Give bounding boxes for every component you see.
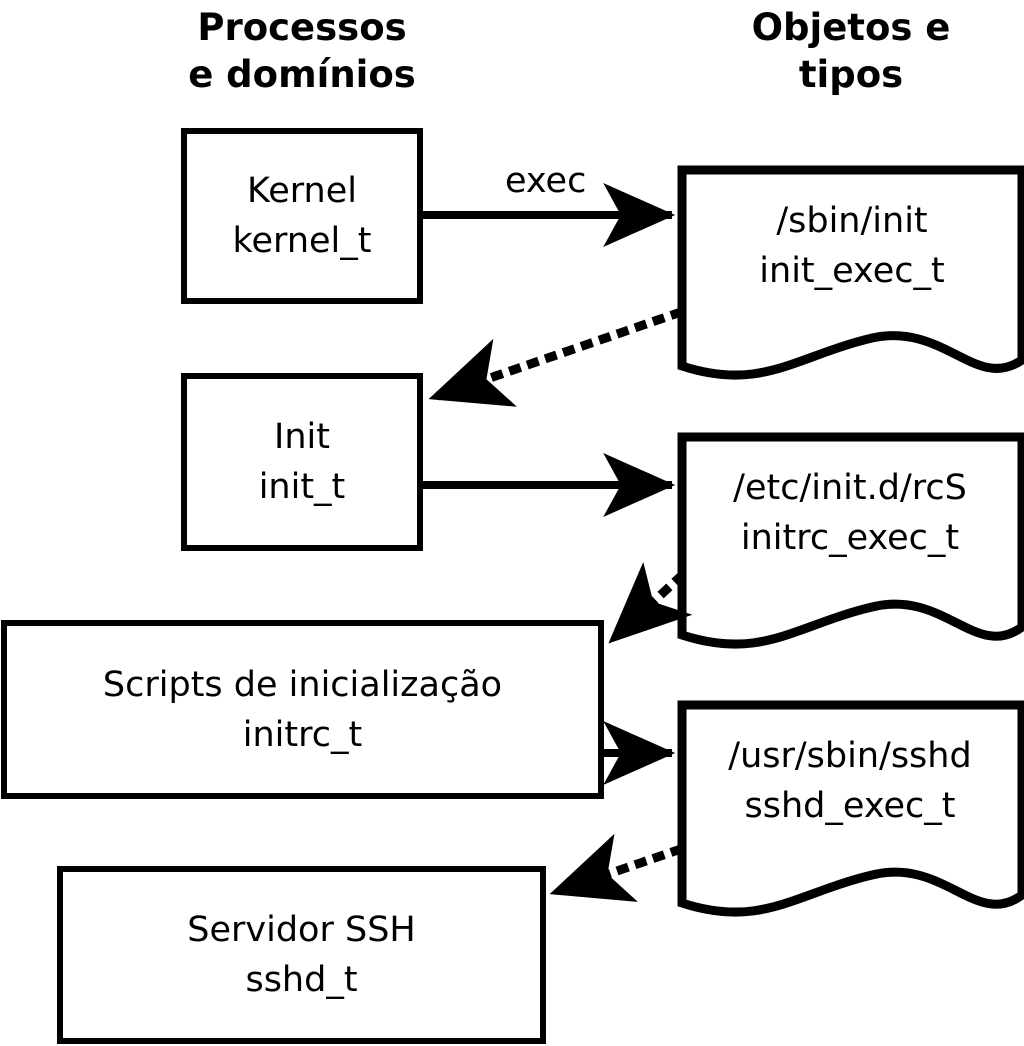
process-box-kernel[interactable]: Kernel kernel_t <box>181 128 423 304</box>
object-doc-sshd-exec-label: /usr/sbin/sshd sshd_exec_t <box>676 731 1024 831</box>
process-box-sshd[interactable]: Servidor SSH sshd_t <box>57 866 546 1044</box>
process-box-kernel-type: kernel_t <box>232 221 372 261</box>
object-doc-initrc-exec-shape <box>677 432 1024 649</box>
object-doc-initrc-exec-path: /etc/init.d/rcS <box>733 468 967 508</box>
edge-initexec-transition <box>426 307 684 407</box>
column-header-objects: Objetos e tipos <box>751 6 951 96</box>
object-doc-init-exec-shape <box>677 165 1024 380</box>
edge-sshdexec-transition <box>547 833 684 902</box>
object-doc-sshd-exec-type: sshd_exec_t <box>744 786 956 826</box>
process-box-init-type: init_t <box>258 467 346 507</box>
process-box-kernel-name: Kernel <box>247 171 357 211</box>
process-box-initrc-type: initrc_t <box>242 714 363 755</box>
object-doc-sshd-exec-path: /usr/sbin/sshd <box>728 736 972 776</box>
object-doc-initrc-exec-type: initrc_exec_t <box>740 518 960 558</box>
edge-rcsexec-transition <box>604 561 693 648</box>
process-box-initrc-name: Scripts de inicialização <box>102 664 503 705</box>
object-doc-sshd-exec-shape <box>677 700 1024 917</box>
object-doc-init-exec-type: init_exec_t <box>759 251 945 291</box>
process-box-sshd-type: sshd_t <box>245 960 358 1000</box>
process-box-sshd-name: Servidor SSH <box>187 910 416 950</box>
object-doc-init-exec-path: /sbin/init <box>776 201 928 241</box>
column-header-processes: Processos e domínios <box>188 6 416 96</box>
object-doc-init-exec[interactable] <box>676 164 1024 392</box>
process-box-init[interactable]: Init init_t <box>181 373 423 551</box>
object-doc-initrc-exec-label: /etc/init.d/rcS initrc_exec_t <box>676 463 1024 563</box>
object-doc-sshd-exec[interactable] <box>676 699 1024 931</box>
edge-label-exec: exec <box>505 161 587 201</box>
object-doc-initrc-exec[interactable] <box>676 431 1024 663</box>
process-box-initrc[interactable]: Scripts de inicialização initrc_t <box>1 620 604 799</box>
process-box-init-name: Init <box>274 417 330 457</box>
object-doc-init-exec-label: /sbin/init init_exec_t <box>680 196 1024 296</box>
